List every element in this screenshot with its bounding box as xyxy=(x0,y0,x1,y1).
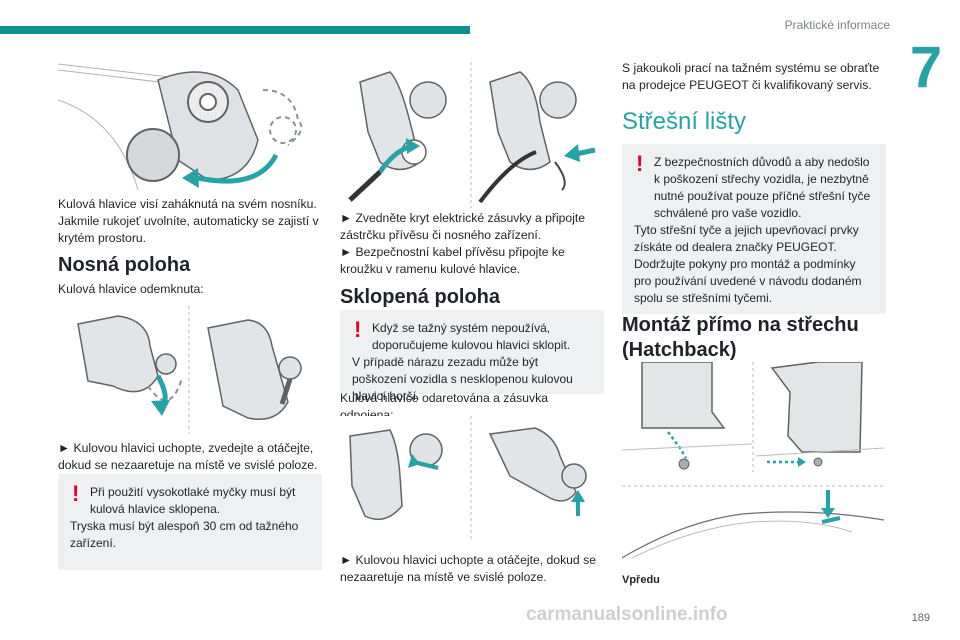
chapter-number: 7 xyxy=(909,35,943,100)
illustration-towbar-fold xyxy=(340,416,602,542)
illustration-roof-mount xyxy=(622,362,884,568)
text-unlocked: Kulová hlavice odemknuta: xyxy=(58,282,204,296)
illustration-socket-connect xyxy=(340,62,602,208)
warning-text-2: Tryska musí být alespoň 30 cm od tažného… xyxy=(70,519,299,550)
watermark: carmanualsonline.info xyxy=(526,604,728,625)
title-roof-bars: Střešní lišty xyxy=(622,108,747,135)
text-turn: ► Kulovou hlavici uchopte a otáčejte, do… xyxy=(340,553,596,584)
warning-box-roof: ! Z bezpečnostních důvodů a aby nedošlo … xyxy=(622,144,886,314)
warning-icon: ! xyxy=(354,317,362,342)
text-raise-cover: ► Zvedněte kryt elektrické zásuvky a při… xyxy=(340,211,586,242)
warning-text-1: Z bezpečnostních důvodů a aby nedošlo k … xyxy=(654,155,871,220)
caption-front: Vpředu xyxy=(622,574,660,586)
warning-text-3: Dodržujte pokyny pro montáž a podmínky p… xyxy=(634,257,862,305)
warning-icon: ! xyxy=(72,481,80,506)
header-accent-bar xyxy=(0,26,470,34)
warning-text-1: Když se tažný systém nepoužívá, doporuču… xyxy=(372,321,571,352)
warning-text-2: Tyto střešní tyče a jejich upevňovací pr… xyxy=(634,223,859,254)
warning-text-2: V případě nárazu zezadu může být poškoze… xyxy=(352,355,573,403)
warning-text-1: Při použití vysokotlaké myčky musí být k… xyxy=(90,485,296,516)
text-cable: ► Bezpečnostní kabel přívěsu připojte ke… xyxy=(340,245,565,276)
page-number: 189 xyxy=(911,612,930,624)
text-dealer: S jakoukoli prací na tažném systému se o… xyxy=(622,61,880,92)
heading-carry-position: Nosná poloha xyxy=(58,254,191,276)
text-lift: ► Kulovou hlavici uchopte, zvedejte a ot… xyxy=(58,441,318,472)
text-hanging: Kulová hlavice visí zaháknutá na svém no… xyxy=(58,197,319,245)
heading-folded-position: Sklopená poloha xyxy=(340,286,501,308)
section-title: Praktické informace xyxy=(784,18,890,32)
warning-box-fold: ! Když se tažný systém nepoužívá, doporu… xyxy=(340,310,604,403)
warning-icon: ! xyxy=(636,151,644,176)
illustration-towbar-hanging xyxy=(58,60,320,192)
heading-roof-mounting: Montáž přímo na střechu (Hatchback) xyxy=(622,314,859,361)
illustration-towbar-lift xyxy=(58,306,320,434)
warning-box-wash: ! Při použití vysokotlaké myčky musí být… xyxy=(58,474,322,570)
